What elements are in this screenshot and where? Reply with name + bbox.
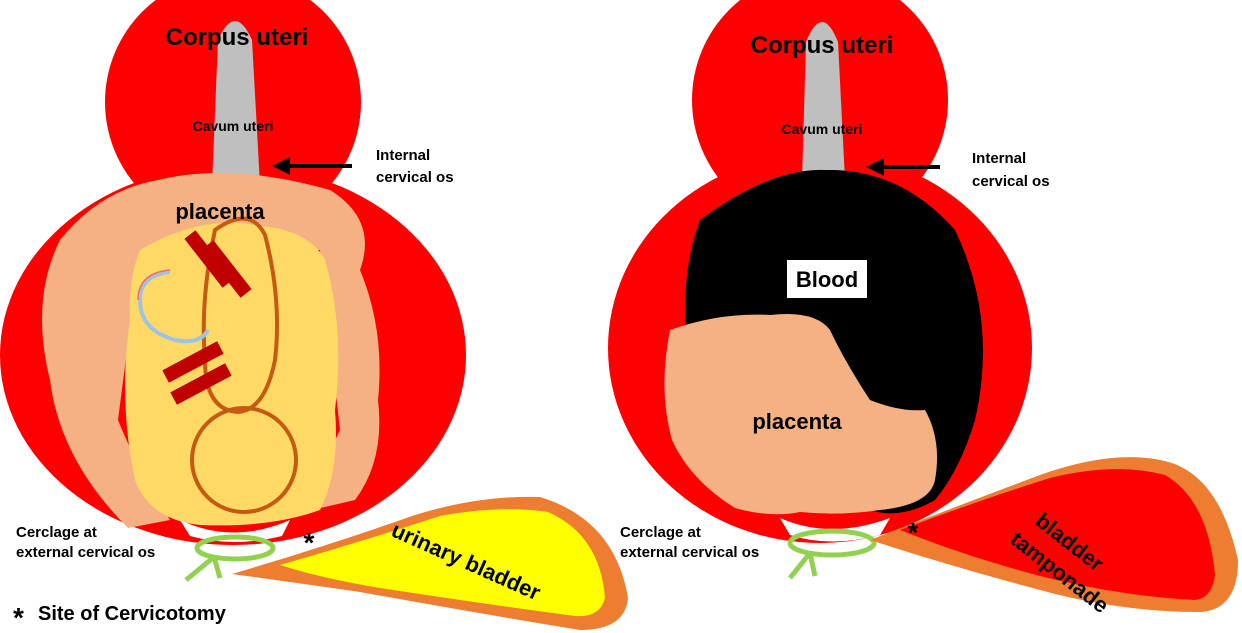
right-blood-label: Blood [796, 267, 858, 292]
right-cerclage-label-2: external cervical os [620, 544, 759, 561]
left-cavum-label: Cavum uteri [193, 118, 274, 134]
right-panel: Corpus uteri Cavum uteri Internal cervic… [608, 0, 1238, 618]
right-cerclage-label-1: Cerclage at [620, 524, 701, 541]
left-cervicotomy-asterisk: * [304, 527, 315, 558]
left-panel: Corpus uteri Cavum uteri Internal cervic… [0, 0, 628, 630]
right-corpus-label: Corpus uteri [751, 32, 894, 59]
legend-text: Site of Cervicotomy [38, 603, 227, 625]
left-cerclage-label-1: Cerclage at [16, 524, 97, 541]
left-internal-os-label-1: Internal [376, 147, 430, 164]
right-placenta-label: placenta [752, 409, 842, 434]
left-cerclage-ends [186, 557, 220, 580]
left-corpus-label: Corpus uteri [166, 24, 309, 51]
legend-asterisk: * [13, 602, 24, 633]
legend: * Site of Cervicotomy [13, 602, 227, 633]
right-cerclage-ends [790, 553, 815, 578]
left-internal-os-label-2: cervical os [376, 169, 454, 186]
left-cerclage-label-2: external cervical os [16, 544, 155, 561]
right-internal-os-label-2: cervical os [972, 173, 1050, 190]
right-internal-os-label-1: Internal [972, 150, 1026, 167]
left-placenta-label: placenta [175, 199, 265, 224]
right-cavum-label: Cavum uteri [782, 121, 863, 137]
right-cervicotomy-asterisk: * [908, 517, 919, 548]
